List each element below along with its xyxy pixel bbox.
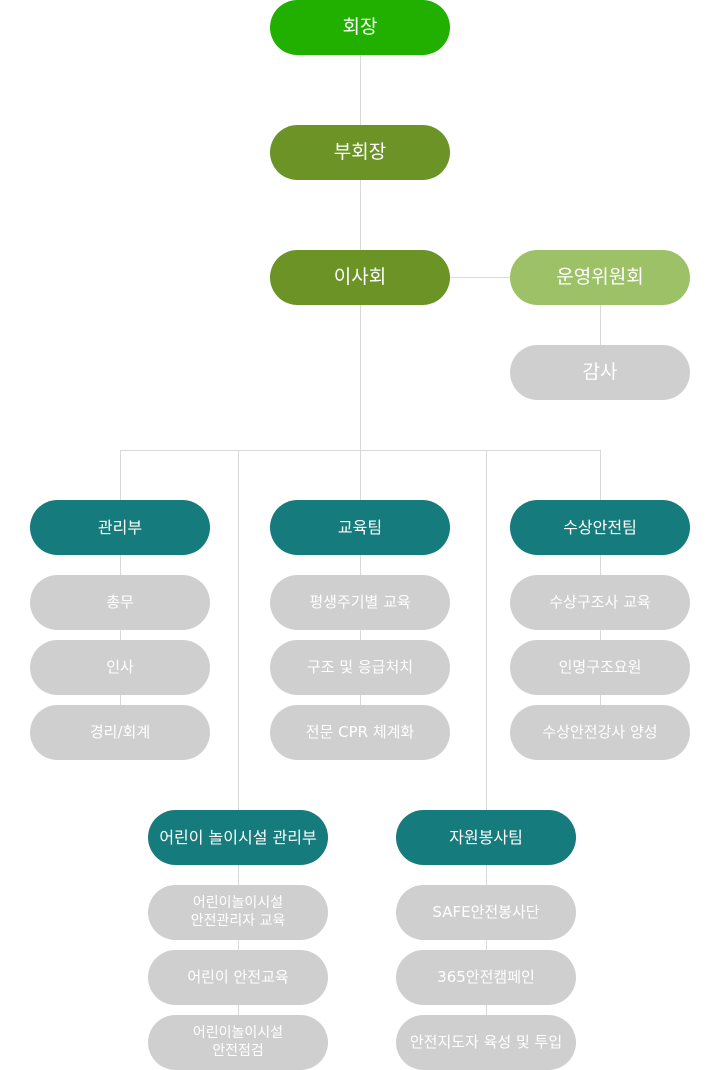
- dept-water-safety: 수상안전팀: [510, 500, 690, 555]
- education-item: 전문 CPR 체계화: [270, 705, 450, 760]
- dept-education: 교육팀: [270, 500, 450, 555]
- playground-item: 어린이놀이시설 안전점검: [148, 1015, 328, 1070]
- admin-item: 경리/회계: [30, 705, 210, 760]
- admin-item: 인사: [30, 640, 210, 695]
- education-item: 평생주기별 교육: [270, 575, 450, 630]
- volunteer-item: 안전지도자 육성 및 투입: [396, 1015, 576, 1070]
- vice-chairman-node: 부회장: [270, 125, 450, 180]
- committee-node: 운영위원회: [510, 250, 690, 305]
- playground-item: 어린이놀이시설 안전관리자 교육: [148, 885, 328, 940]
- volunteer-item: SAFE안전봉사단: [396, 885, 576, 940]
- dept-playground: 어린이 놀이시설 관리부: [148, 810, 328, 865]
- playground-item: 어린이 안전교육: [148, 950, 328, 1005]
- board-node: 이사회: [270, 250, 450, 305]
- education-item: 구조 및 응급처치: [270, 640, 450, 695]
- dept-admin: 관리부: [30, 500, 210, 555]
- dept-volunteer: 자원봉사팀: [396, 810, 576, 865]
- water-safety-item: 인명구조요원: [510, 640, 690, 695]
- chairman-node: 회장: [270, 0, 450, 55]
- water-safety-item: 수상안전강사 양성: [510, 705, 690, 760]
- admin-item: 총무: [30, 575, 210, 630]
- water-safety-item: 수상구조사 교육: [510, 575, 690, 630]
- volunteer-item: 365안전캠페인: [396, 950, 576, 1005]
- audit-node: 감사: [510, 345, 690, 400]
